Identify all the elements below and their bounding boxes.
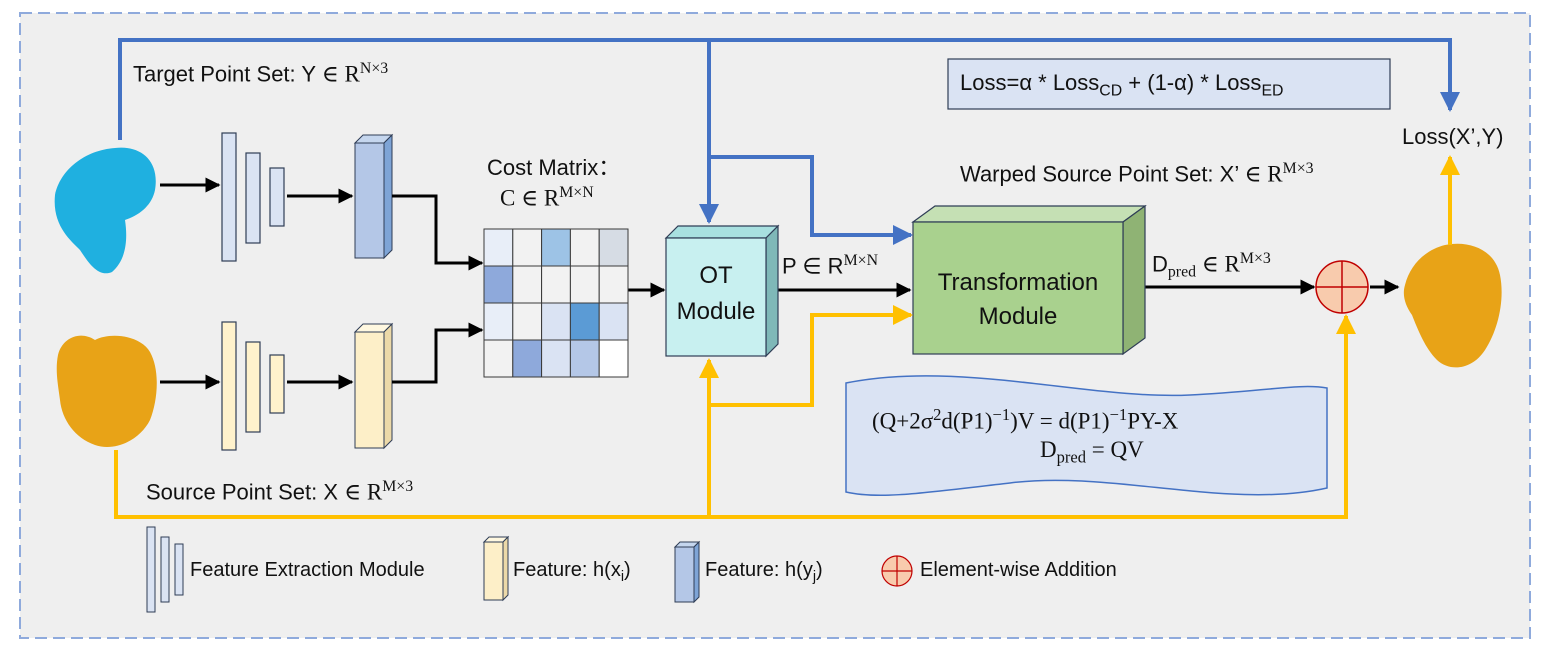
warped-point-cloud (1403, 243, 1502, 368)
cost-matrix-cell (541, 265, 571, 304)
feature-arrows (160, 177, 1400, 390)
loss-formula-box (947, 58, 1391, 110)
target-feature-extractor (221, 132, 285, 262)
legend-addition-icon (881, 555, 913, 587)
transformation-module-label: Transformation Module (937, 269, 1099, 330)
cost-matrix-symbol: C ∈ RM×N (500, 184, 594, 211)
legend-feature-extraction-label: Feature Extraction Module (190, 559, 425, 581)
legend-addition-label: Element-wise Addition (920, 559, 1117, 581)
loss-formula: Loss=α * LossCD + (1-α) * LossED (960, 70, 1284, 100)
cost-matrix-cell (569, 302, 600, 341)
source-feature-extractor (221, 321, 285, 451)
legend-feature-y-icon (673, 540, 701, 604)
cost-matrix-cell (512, 302, 543, 341)
cost-matrix-cell (598, 265, 629, 304)
cost-matrix-title: Cost Matrix： (487, 155, 621, 180)
cost-matrix-cell (541, 339, 571, 378)
cost-matrix-cell (569, 339, 600, 378)
warped-point-set-label: Warped Source Point Set: X’ ∈ RM×3 (960, 160, 1314, 187)
equation-line-1: (Q+2σ2d(P1)−1)V = d(P1)−1PY-X (872, 405, 1179, 434)
target-feature-block (353, 133, 394, 260)
cost-matrix-cell (569, 265, 600, 304)
cost-matrix-cell (483, 265, 514, 304)
equation-box (845, 375, 1328, 497)
loss-output-label: Loss(X’,Y) (1402, 124, 1504, 149)
source-point-cloud (56, 335, 157, 448)
cost-matrix-cell (598, 302, 629, 341)
cost-matrix-cell (541, 228, 571, 267)
cost-matrix-cell (483, 339, 514, 378)
source-feature-block (353, 322, 394, 450)
cost-matrix-cell (512, 339, 543, 378)
cost-matrix-cell (598, 339, 629, 378)
cost-matrix-grid (483, 228, 629, 378)
legend-feature-extraction-icon (146, 526, 184, 613)
p-matrix-label: P ∈ RM×N (782, 252, 878, 279)
equation-line-2: Dpred = QV (1040, 437, 1144, 467)
target-point-set-label: Target Point Set: Y ∈ RN×3 (133, 60, 389, 87)
blue-arrows (118, 38, 1460, 245)
legend-feature-y-label: Feature: h(yj) (705, 559, 823, 585)
legend-feature-x-icon (482, 535, 510, 602)
source-point-set-label: Source Point Set: X ∈ RM×3 (146, 478, 414, 505)
ot-module-label: OT Module (676, 262, 756, 325)
dpred-label: Dpred ∈ RM×3 (1152, 250, 1271, 281)
target-point-cloud (54, 147, 156, 274)
ot-module-box (664, 224, 780, 358)
yellow-arrows (114, 155, 1460, 519)
cost-matrix-cell (512, 265, 543, 304)
legend-feature-x-label: Feature: h(xi) (513, 559, 631, 585)
transformation-module-box (911, 204, 1147, 356)
cost-matrix-cell (569, 228, 600, 267)
addition-node (1315, 260, 1369, 314)
